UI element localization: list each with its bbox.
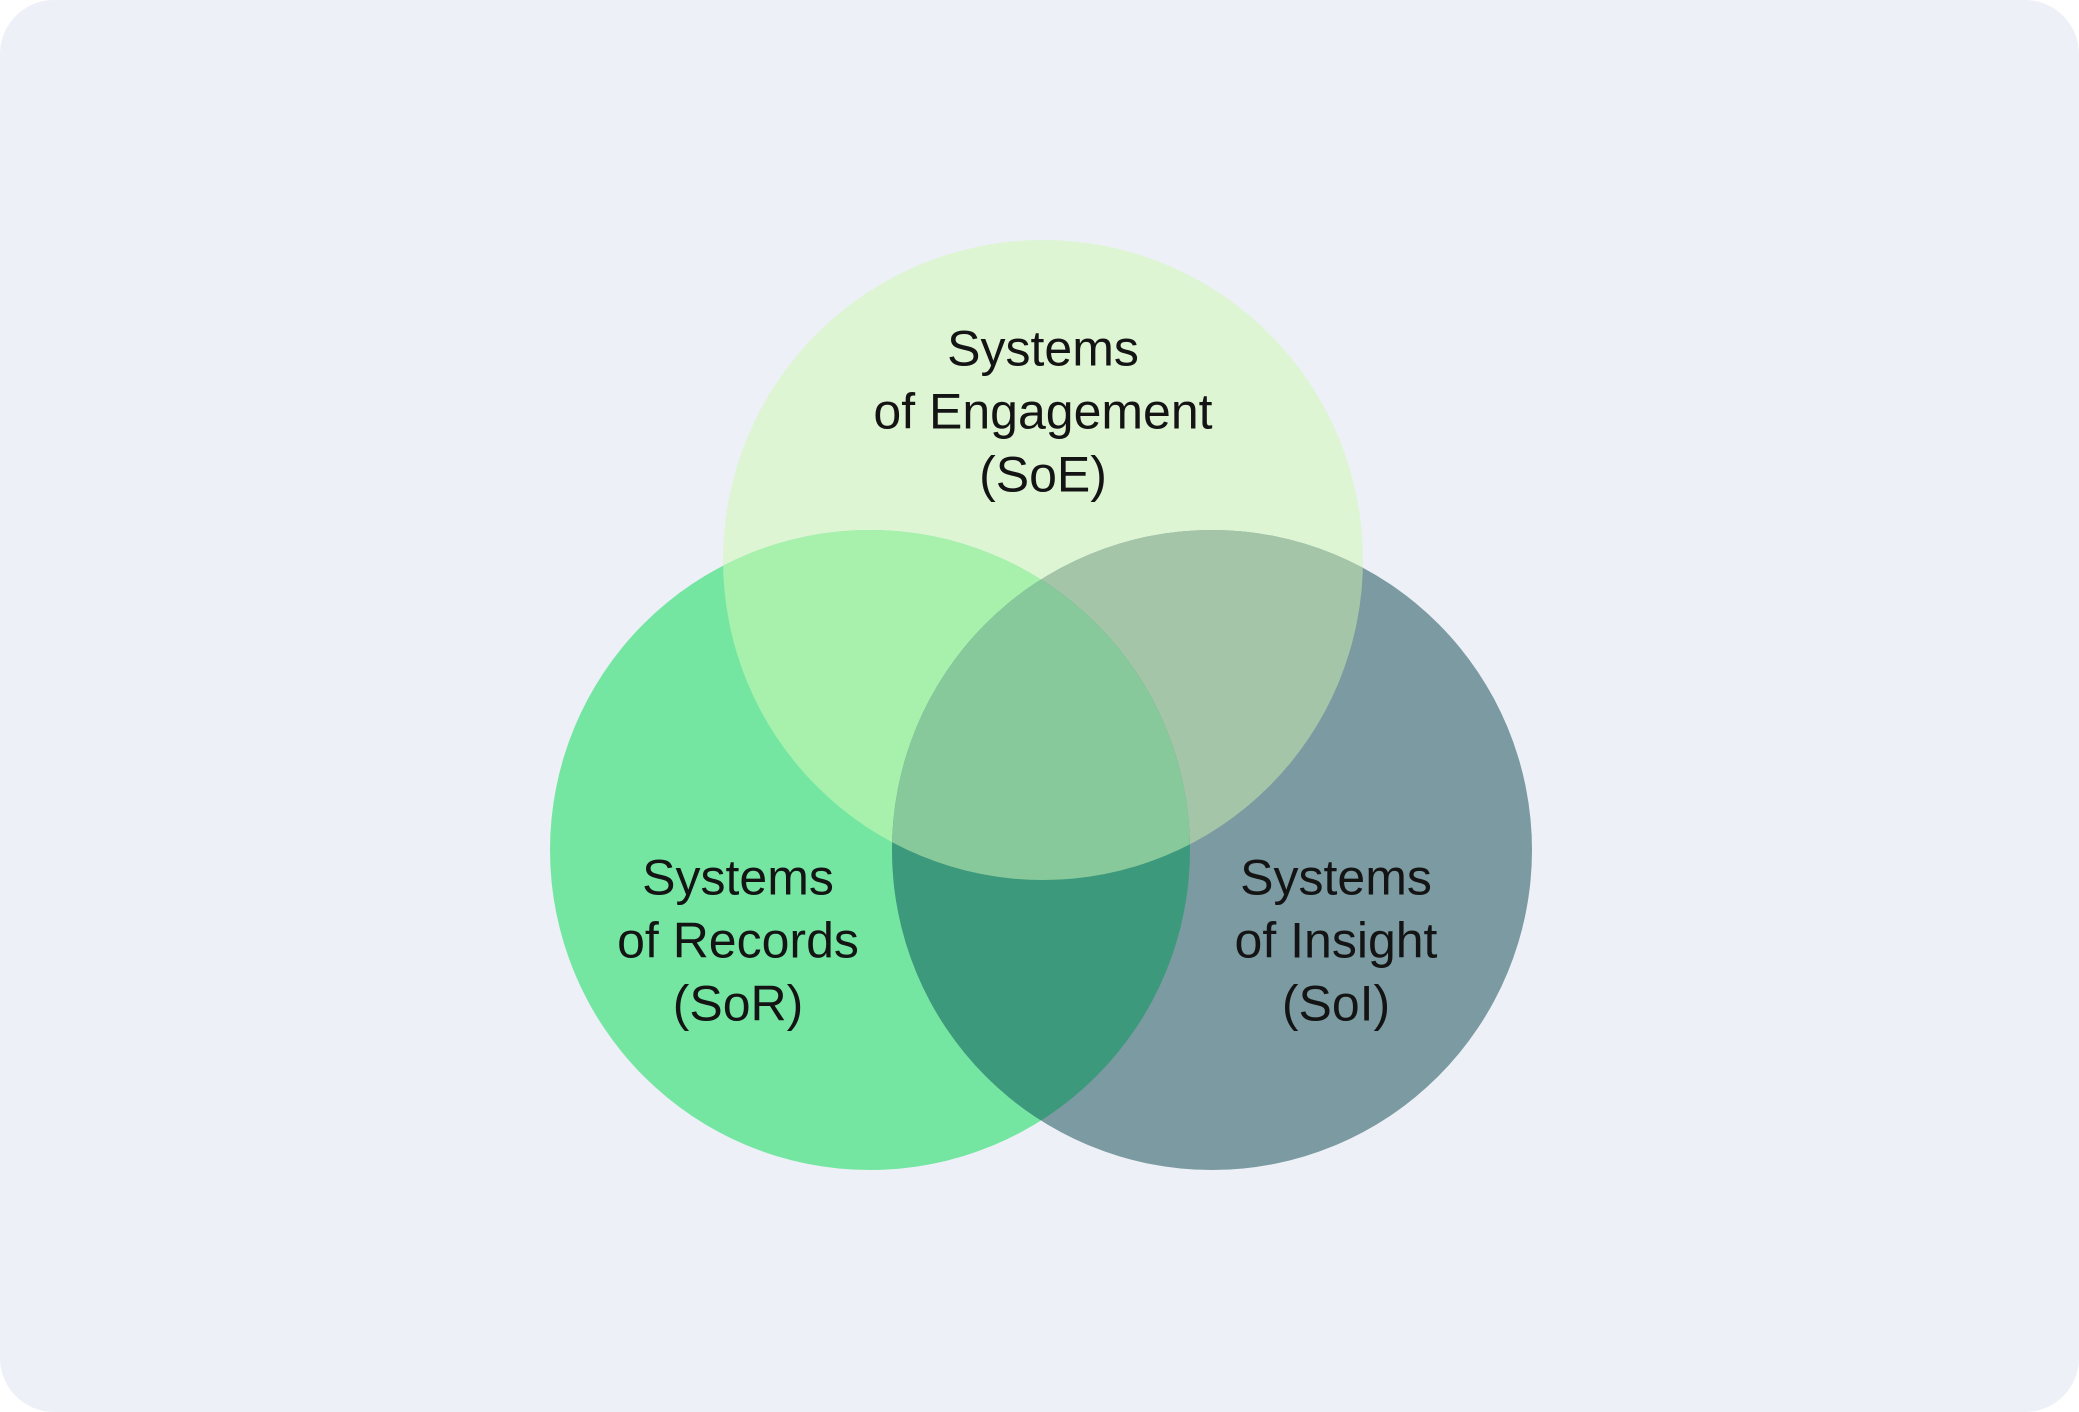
label-line: Systems bbox=[1240, 849, 1432, 906]
soi-label: Systems of Insight (SoI) bbox=[1235, 847, 1438, 1036]
center-overlap bbox=[892, 530, 1190, 880]
label-line: Systems bbox=[947, 320, 1139, 377]
label-line: Systems bbox=[642, 849, 834, 906]
label-line: of Records bbox=[617, 912, 859, 969]
label-line: (SoI) bbox=[1281, 975, 1391, 1032]
label-line: (SoR) bbox=[672, 975, 804, 1032]
sor-label: Systems of Records (SoR) bbox=[617, 847, 859, 1036]
label-line: of Insight bbox=[1234, 912, 1438, 969]
soe-label: Systems of Engagement (SoE) bbox=[873, 318, 1212, 507]
label-line: of Engagement bbox=[873, 383, 1213, 440]
label-line: (SoE) bbox=[979, 446, 1107, 503]
